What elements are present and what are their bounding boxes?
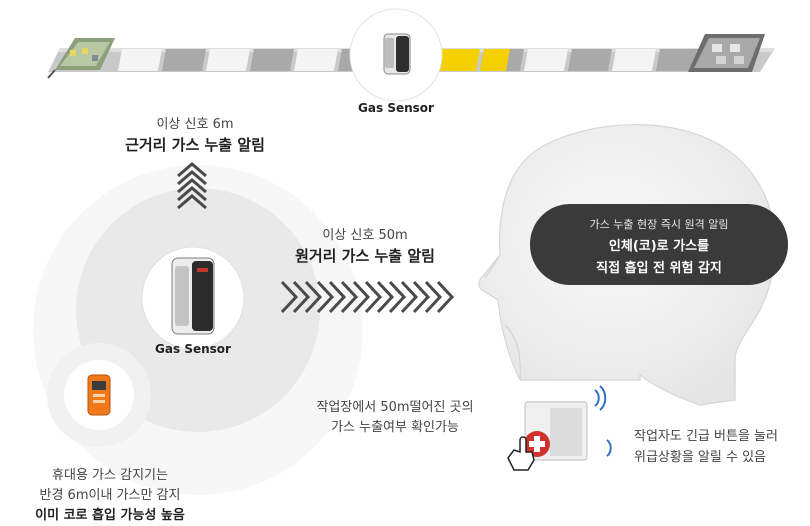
portable-line-2: 반경 6m이내 가스만 감지: [39, 488, 181, 503]
track-segment: [612, 49, 656, 71]
right-chevron: [388, 280, 407, 314]
remote-check-line-2: 가스 누출여부 확인가능: [331, 420, 459, 435]
track-segment: [294, 49, 338, 71]
portable-caption: 휴대용 가스 감지기는 반경 6m이내 가스만 감지 이미 코로 흡입 가능성 …: [15, 466, 205, 526]
right-chevron: [352, 280, 371, 314]
remote-alert-bubble: 가스 누출 현장 즉시 원격 알림 인체(코)로 가스를 직접 흡입 전 위험 …: [530, 204, 788, 285]
bubble-line-2: 인체(코)로 가스를: [608, 239, 710, 254]
pointing-hand-icon: [507, 436, 535, 471]
signal-wave-icon: [594, 385, 612, 457]
left-building: [47, 38, 115, 79]
emergency-device: [524, 401, 588, 461]
track-segment: [250, 49, 294, 71]
track-segment: [524, 49, 568, 71]
center-sensor-label: Gas Sensor: [155, 342, 231, 356]
right-chevron: [424, 280, 443, 314]
far-alarm-title: 원거리 가스 누출 알림: [295, 247, 435, 265]
emergency-caption: 작업자도 긴급 버튼을 눌러 위급상황을 알릴 수 있음: [634, 426, 804, 468]
portable-line-3: 이미 코로 흡입 가능성 높음: [35, 508, 185, 523]
top-sensor-label: Gas Sensor: [358, 101, 434, 115]
track-segment: [568, 49, 612, 71]
emergency-line-2: 위급상황을 알릴 수 있음: [634, 450, 766, 465]
near-alarm-distance: 이상 신호 6m: [156, 117, 234, 132]
up-chevron-arrows: [177, 162, 207, 210]
right-chevron: [364, 280, 383, 314]
right-chevron: [292, 280, 311, 314]
right-chevron: [436, 280, 455, 314]
far-alarm-block: 이상 신호 50m 원거리 가스 누출 알림: [270, 224, 460, 266]
remote-check-line-1: 작업장에서 50m떨어진 곳의: [316, 400, 474, 415]
right-building: [688, 34, 765, 72]
track-segment: [206, 49, 250, 71]
track-segment: [436, 49, 480, 71]
track-segment-highlight: [480, 49, 510, 71]
right-chevron: [280, 280, 299, 314]
right-chevron: [412, 280, 431, 314]
emergency-line-1: 작업자도 긴급 버튼을 눌러: [634, 429, 778, 444]
right-chevron: [328, 280, 347, 314]
near-alarm-block: 이상 신호 6m 근거리 가스 누출 알림: [100, 113, 290, 155]
track-segment: [118, 49, 162, 71]
right-chevron: [316, 280, 335, 314]
right-chevron: [376, 280, 395, 314]
portable-detector-device: [87, 374, 111, 416]
far-alarm-distance: 이상 신호 50m: [322, 228, 408, 243]
top-gas-sensor-device: [383, 33, 411, 75]
right-chevron-arrows: [280, 280, 455, 314]
center-gas-sensor-device: [171, 257, 215, 335]
right-chevron: [400, 280, 419, 314]
track-segment: [656, 49, 700, 71]
near-alarm-title: 근거리 가스 누출 알림: [125, 136, 265, 154]
bubble-line-3: 직접 흡입 전 위험 감지: [596, 261, 722, 276]
remote-check-caption: 작업장에서 50m떨어진 곳의 가스 누출여부 확인가능: [295, 398, 495, 438]
right-chevron: [304, 280, 323, 314]
portable-line-1: 휴대용 가스 감지기는: [52, 468, 168, 483]
bubble-line-1: 가스 누출 현장 즉시 원격 알림: [589, 218, 729, 231]
right-chevron: [340, 280, 359, 314]
track-segment: [162, 49, 206, 71]
